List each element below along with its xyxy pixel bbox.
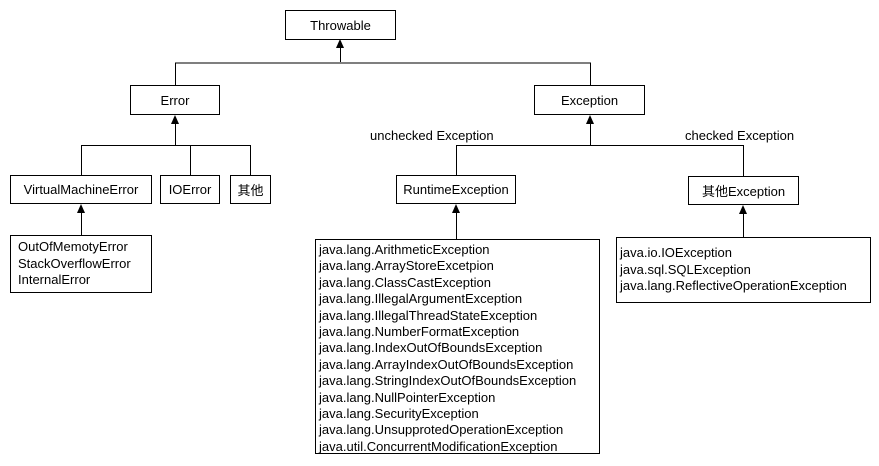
list-item: InternalError [18,272,91,288]
connector-runtime-list [456,212,457,239]
connector-throwable-branch [175,62,591,64]
connector-exception-drop [590,63,591,85]
list-item: OutOfMemotyError [18,239,128,255]
list-item: java.lang.NullPointerException [319,389,496,405]
list-item: java.lang.ArrayIndexOutOfBoundsException [319,356,574,372]
arrowhead-to-exception [586,115,594,124]
connector-vme-drop [81,145,82,175]
node-runtime-exception: RuntimeException [396,175,516,204]
list-item: java.lang.NumberFormatException [319,324,520,340]
connector-other-exception-drop [743,145,744,176]
list-item: java.lang.ArithmeticException [319,242,490,257]
list-item: StackOverflowError [18,255,131,271]
arrowhead-to-throwable [336,39,344,48]
connector-error-drop [175,63,176,85]
node-other-error: 其他 [230,175,271,204]
list-item: java.sql.SQLException [620,261,751,277]
node-exception: Exception [534,85,645,115]
connector-exception-branch [456,145,744,146]
list-item: java.util.ConcurrentModificationExceptio… [319,438,558,454]
list-item: java.lang.ClassCastException [319,274,491,290]
list-item: java.lang.IndexOutOfBoundsException [319,340,543,356]
node-io-error: IOError [160,175,220,204]
connector-exception-stem [590,123,591,146]
arrowhead-to-runtime-exception [452,204,460,213]
list-item: java.lang.ArrayStoreExcetpion [319,258,494,274]
checked-exceptions-list: java.io.IOException java.sql.SQLExceptio… [616,237,871,303]
connector-runtime-drop [456,145,457,175]
runtime-exceptions-list: java.lang.ArithmeticException java.lang.… [315,239,600,454]
list-item: java.io.IOException [620,245,733,261]
error-subclasses-list: OutOfMemotyError StackOverflowError Inte… [10,235,152,293]
list-item: java.lang.UnsupprotedOperationException [319,422,564,438]
list-item: java.lang.ReflectiveOperationException [620,278,847,294]
arrowhead-to-other-exception [739,205,747,214]
arrowhead-to-error [171,115,179,124]
arrowhead-to-vme [77,204,85,213]
connector-other-drop [250,145,251,175]
connector-ioerror-drop [190,145,191,175]
node-virtual-machine-error: VirtualMachineError [10,175,152,204]
edge-label-unchecked-exception: unchecked Exception [370,128,494,143]
list-item: java.lang.StringIndexOutOfBoundsExceptio… [319,373,577,389]
connector-error-stem [175,123,176,146]
connector-other-exception-list [743,213,744,237]
connector-error-branch [81,145,251,146]
edge-label-checked-exception: checked Exception [685,128,795,143]
connector-vme-list [81,212,82,235]
node-error: Error [130,85,220,115]
list-item: java.lang.IllegalThreadStateException [319,307,538,323]
node-other-exception: 其他Exception [688,176,799,205]
list-item: java.lang.IllegalArgumentException [319,291,523,307]
node-throwable: Throwable [285,10,396,40]
connector-throwable-stem [340,47,341,63]
list-item: java.lang.SecurityException [319,406,479,422]
